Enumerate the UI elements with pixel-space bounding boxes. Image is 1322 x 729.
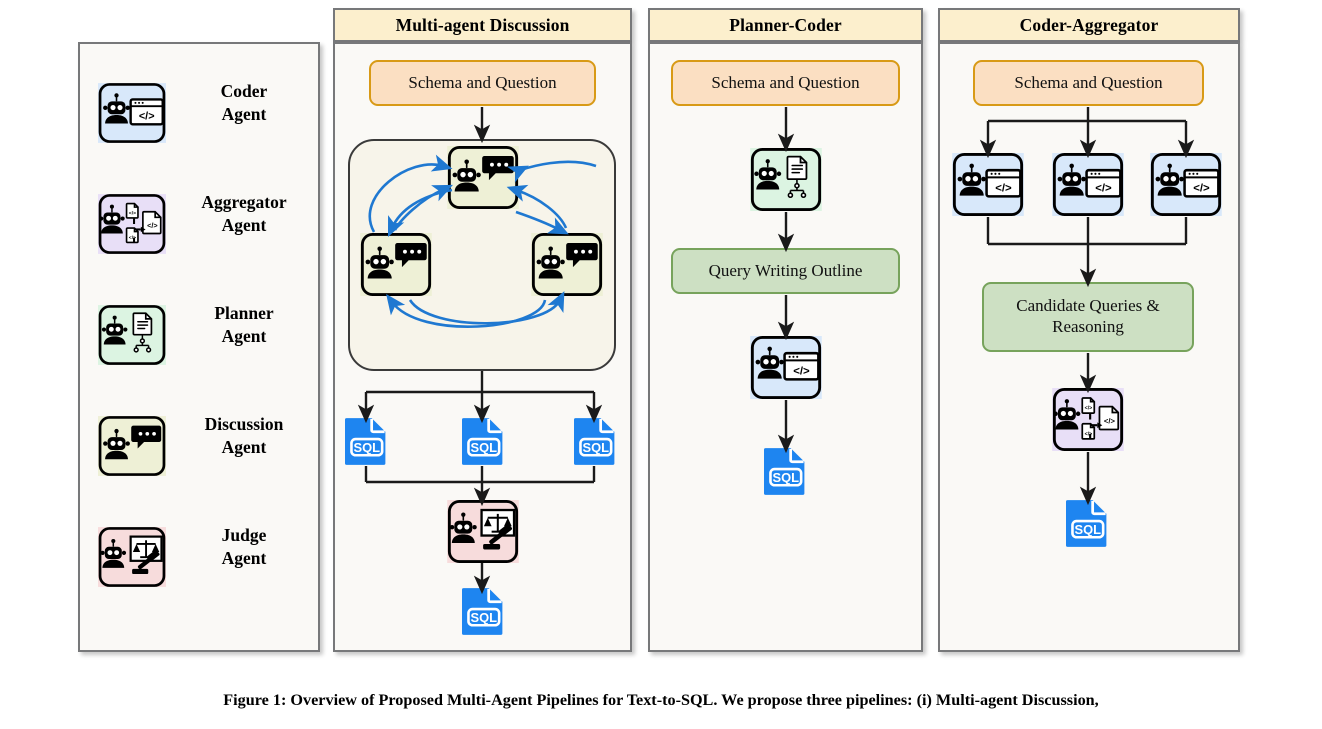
- planner-agent: [750, 148, 822, 211]
- svg-text:SQL: SQL: [773, 470, 800, 485]
- coder-agent-p2: </>: [750, 336, 822, 399]
- svg-text:SQL: SQL: [583, 440, 610, 455]
- pipeline-title: Coder-Aggregator: [1019, 14, 1159, 35]
- svg-text:SQL: SQL: [1075, 522, 1102, 537]
- legend-label-line: Agent: [221, 325, 267, 346]
- legend-label-line: Agent: [221, 436, 267, 457]
- svg-text:SQL: SQL: [354, 440, 381, 455]
- sql-final-2: SQL: [764, 448, 806, 495]
- schema-and-question-box-3: Schema and Question: [973, 60, 1204, 106]
- candidate-queries-box: Candidate Queries & Reasoning: [982, 282, 1194, 352]
- pipeline-header-multi-agent-discussion: Multi-agent Discussion: [333, 8, 632, 42]
- coder-agent-3c: </>: [1150, 153, 1222, 216]
- box-label: Query Writing Outline: [708, 260, 863, 280]
- schema-and-question-box-2: Schema and Question: [671, 60, 900, 106]
- query-writing-outline-box: Query Writing Outline: [671, 248, 900, 294]
- svg-text:</>: </>: [1193, 182, 1210, 194]
- legend-label-line: Coder: [220, 81, 268, 101]
- coder-agent-3a: </>: [952, 153, 1024, 216]
- sql-output-1a: SQL: [345, 418, 387, 465]
- pipeline-title: Planner-Coder: [729, 14, 842, 35]
- svg-text:SQL: SQL: [471, 440, 498, 455]
- svg-text:</>: </>: [129, 235, 136, 241]
- coder-agent-icon: </>: [98, 83, 166, 143]
- svg-text:</>: </>: [129, 211, 136, 217]
- legend-label-line: Agent: [221, 547, 267, 568]
- svg-text:</>: </>: [147, 221, 157, 230]
- sql-output-1c: SQL: [574, 418, 616, 465]
- svg-text:</>: </>: [1104, 417, 1116, 426]
- box-label: Schema and Question: [1014, 72, 1163, 92]
- pipeline-header-coder-aggregator: Coder-Aggregator: [938, 8, 1240, 42]
- legend-label-line: Aggregator: [201, 192, 287, 212]
- discussion-agent-right: [531, 233, 603, 296]
- sql-final-1: SQL: [462, 588, 504, 635]
- discussion-agent-top: [447, 146, 519, 209]
- legend-label-line: Discussion: [204, 414, 284, 434]
- schema-and-question-box-1: Schema and Question: [369, 60, 596, 106]
- svg-text:SQL: SQL: [471, 610, 498, 625]
- box-label: Schema and Question: [408, 72, 557, 92]
- sql-final-3: SQL: [1066, 500, 1108, 547]
- judge-agent: [447, 500, 519, 563]
- planner-agent-icon: [98, 305, 166, 365]
- legend-label-line: Planner: [214, 303, 274, 323]
- legend-label-line: Agent: [221, 214, 267, 235]
- legend-label-line: Judge: [221, 525, 267, 545]
- discussion-agent-icon: [98, 416, 166, 476]
- box-label: Schema and Question: [711, 72, 860, 92]
- legend-label-line: Agent: [221, 103, 267, 124]
- aggregator-agent-icon: </> </> </>: [98, 194, 166, 254]
- coder-agent-3b: </>: [1052, 153, 1124, 216]
- judge-agent-icon: [98, 527, 166, 587]
- sql-output-1b: SQL: [462, 418, 504, 465]
- svg-text:</>: </>: [139, 110, 155, 122]
- aggregator-agent: </> </> </>: [1052, 388, 1124, 451]
- pipeline-title: Multi-agent Discussion: [395, 14, 570, 35]
- box-label-line1: Candidate Queries &: [1016, 296, 1160, 316]
- svg-text:</>: </>: [995, 182, 1012, 194]
- svg-text:</>: </>: [793, 365, 810, 377]
- svg-text:</>: </>: [1095, 182, 1112, 194]
- svg-text:</>: </>: [1085, 406, 1093, 412]
- figure-caption: Figure 1: Overview of Proposed Multi-Age…: [223, 691, 1099, 709]
- box-label-line2: Reasoning: [1052, 317, 1124, 336]
- discussion-agent-left: [360, 233, 432, 296]
- pipeline-header-planner-coder: Planner-Coder: [648, 8, 923, 42]
- svg-text:</>: </>: [1085, 431, 1093, 437]
